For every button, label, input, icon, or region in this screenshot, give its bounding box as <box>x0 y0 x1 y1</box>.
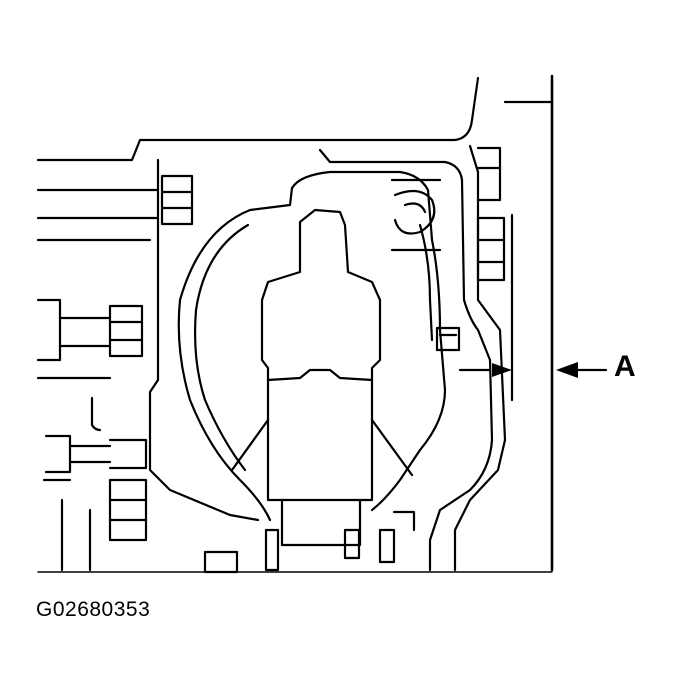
detent-block <box>435 326 461 352</box>
figure-id-label: G02680353 <box>36 598 151 621</box>
retaining-clip <box>390 178 442 252</box>
reference-face <box>510 74 554 572</box>
housing-outline <box>36 76 554 242</box>
callout-arrow <box>556 362 608 378</box>
left-bolts <box>36 174 194 474</box>
oval-housing-part <box>177 170 447 522</box>
bottom-details <box>37 510 553 574</box>
right-bolts <box>476 146 506 282</box>
inner-housing <box>148 144 507 572</box>
callout-label: A <box>614 350 636 383</box>
lower-left-blocks <box>42 478 148 572</box>
center-shaft <box>230 208 414 547</box>
dimension-arrow <box>458 363 512 377</box>
